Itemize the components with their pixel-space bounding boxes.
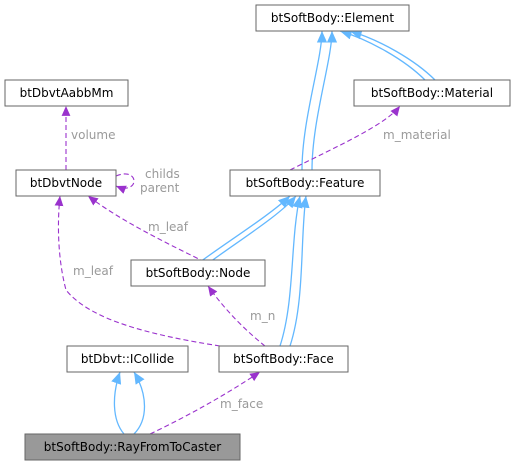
edge-face-to-node <box>207 285 266 347</box>
edge-node-to-dbvtnode <box>87 195 206 263</box>
edge-label-m-face: m_face <box>220 397 263 411</box>
edge-feature-to-element-b <box>311 30 338 171</box>
node-dbvt-aabb[interactable]: btDbvtAabbMm <box>4 79 129 107</box>
edge-label-m-leaf-face: m_leaf <box>73 264 114 278</box>
edge-labels: volume childs parent m_material m_leaf m… <box>71 128 451 411</box>
edge-label-volume: volume <box>71 128 115 142</box>
node-face[interactable]: btSoftBody::Face <box>218 345 349 373</box>
edge-face-to-feature-b <box>289 195 310 347</box>
edge-node-to-feature-b <box>209 195 297 263</box>
edge-dbvtnode-self-loop <box>115 173 135 194</box>
edge-face-to-dbvtnode <box>54 195 221 347</box>
edge-label-m-leaf-node: m_leaf <box>148 220 189 234</box>
edge-face-to-feature-a <box>279 195 303 347</box>
node-dbvt-node-label: btDbvtNode <box>30 176 102 190</box>
edge-material-to-element-a <box>339 29 426 81</box>
node-icollide-label: btDbvt::ICollide <box>81 352 174 366</box>
edge-material-to-element-b <box>349 29 436 81</box>
node-dbvt-aabb-label: btDbvtAabbMm <box>20 86 114 100</box>
edge-feature-to-element-a <box>301 30 328 171</box>
node-material[interactable]: btSoftBody::Material <box>353 79 511 107</box>
edge-caster-to-icollide-b <box>133 371 146 435</box>
edge-label-parent: parent <box>140 181 180 195</box>
edge-node-to-feature-a <box>199 195 291 263</box>
member-edges <box>54 105 401 435</box>
edge-caster-to-icollide-a <box>111 371 125 435</box>
node-material-label: btSoftBody::Material <box>371 86 493 100</box>
node-ray-from-to-caster[interactable]: btSoftBody::RayFromToCaster <box>24 433 241 461</box>
edge-caster-to-face <box>149 371 261 435</box>
node-dbvt-node[interactable]: btDbvtNode <box>15 169 117 197</box>
inheritance-edges <box>111 29 436 435</box>
node-element[interactable]: btSoftBody::Element <box>255 4 410 32</box>
edge-label-childs: childs <box>145 167 180 181</box>
node-face-label: btSoftBody::Face <box>233 352 334 366</box>
node-node[interactable]: btSoftBody::Node <box>130 259 266 287</box>
edge-feature-to-material <box>289 105 401 171</box>
node-node-label: btSoftBody::Node <box>146 266 251 280</box>
node-feature[interactable]: btSoftBody::Feature <box>229 169 381 197</box>
node-feature-label: btSoftBody::Feature <box>246 176 365 190</box>
node-element-label: btSoftBody::Element <box>271 11 394 25</box>
edge-label-m-material: m_material <box>383 128 451 142</box>
node-icollide[interactable]: btDbvt::ICollide <box>66 345 189 373</box>
edge-label-m-n: m_n <box>250 309 275 323</box>
node-ray-from-to-caster-label: btSoftBody::RayFromToCaster <box>44 440 221 454</box>
